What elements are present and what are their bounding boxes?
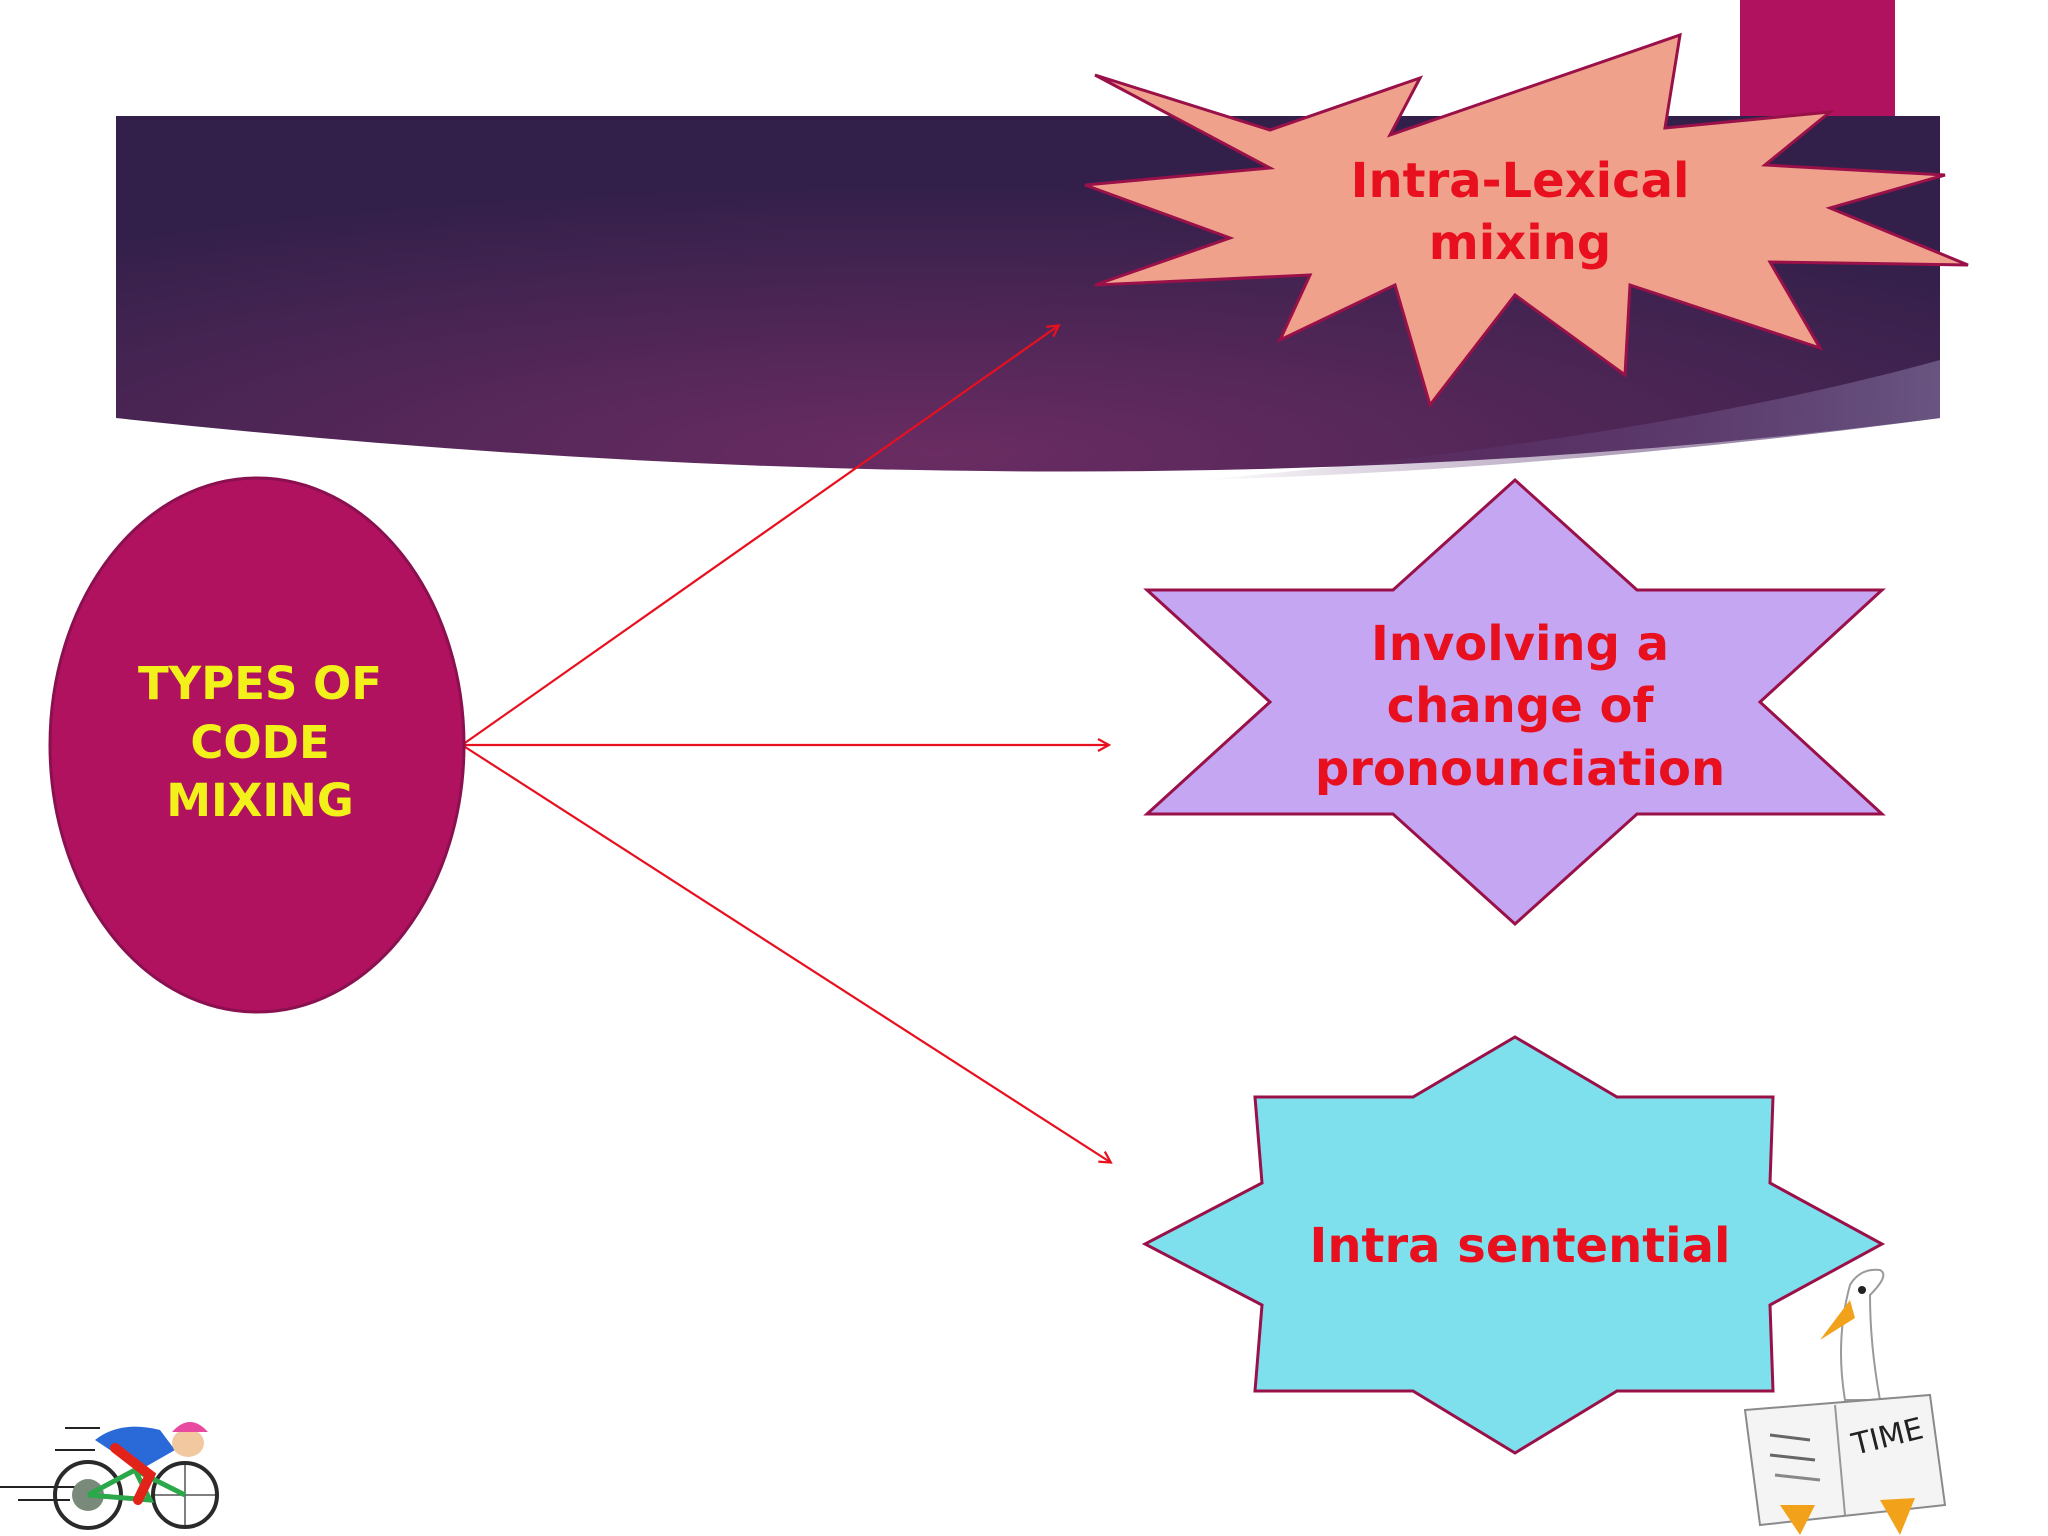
goose-reading-newspaper-icon: TIME [1743,1268,1947,1535]
center-label-line: MIXING [166,774,354,827]
pronunciation-label: Involving a change of pronounciation [1240,613,1800,800]
intra-sentential-star [1141,1035,1886,1455]
arrow-to-intra-sentential [461,744,1110,1162]
intra-lexical-burst [1084,32,1969,409]
node-label-line: Intra sentential [1309,1218,1731,1274]
node-label-line: Involving a [1370,616,1670,672]
cyclist-clipart-icon [0,1422,219,1530]
intra-sentential-label: Intra sentential [1240,1215,1800,1277]
node-label-line: Intra-Lexical [1350,153,1690,209]
center-label: TYPES OF CODE MIXING [100,655,420,831]
arrow-to-intra-lexical [461,326,1058,746]
pronunciation-star [1143,477,1886,927]
intra-lexical-label: Intra-Lexical mixing [1310,150,1730,275]
banner-swoosh [1200,360,1940,480]
center-ellipse [48,476,466,1014]
node-label-line: mixing [1428,215,1612,272]
center-label-line: TYPES OF [137,657,383,710]
node-label-line: pronounciation [1314,740,1726,797]
node-label-line: change of [1386,678,1654,735]
center-label-line: CODE [190,715,330,769]
